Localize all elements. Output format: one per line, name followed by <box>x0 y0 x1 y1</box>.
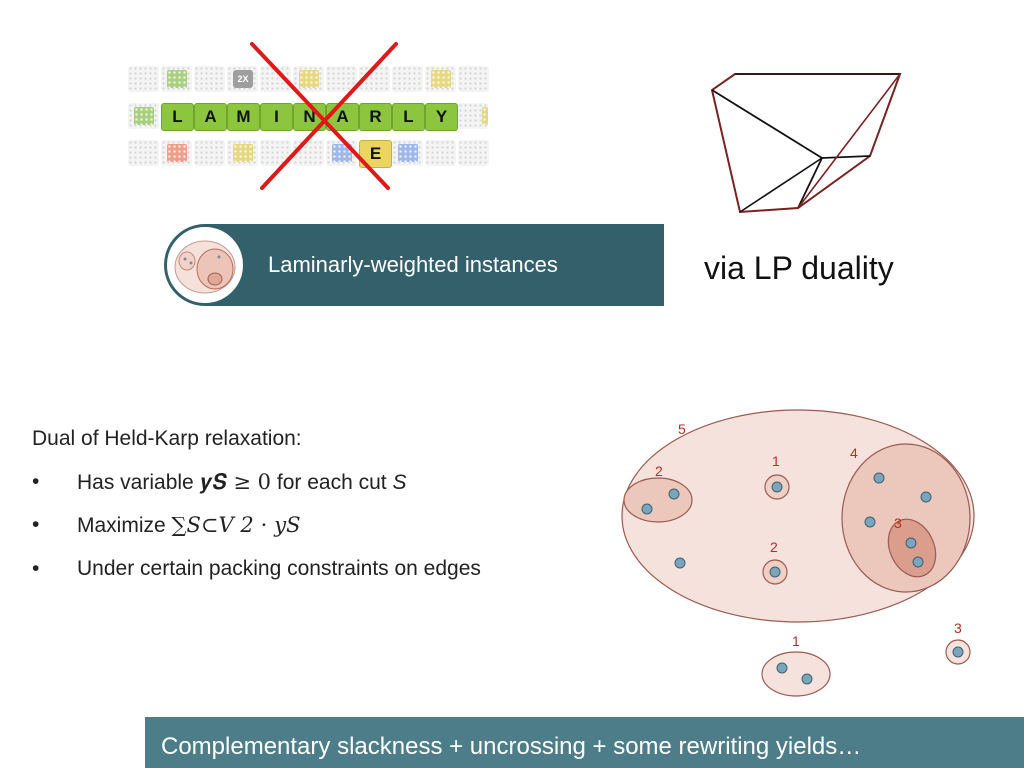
math-objective: ∑S⊂V 2 ⋅ yS <box>171 513 301 537</box>
via-lp-duality-text: via LP duality <box>704 250 894 286</box>
letter-tile: L <box>392 103 425 131</box>
grid-tile <box>326 140 357 166</box>
dual-title: Dual of Held-Karp relaxation: <box>32 427 302 450</box>
graph-node <box>905 537 917 549</box>
grid-tile <box>128 103 159 129</box>
laminarly-word-grid: 2X L A M I N A R L Y E <box>124 66 492 170</box>
grid-tile <box>128 66 159 92</box>
set-label: 5 <box>678 421 686 437</box>
cut-variable: S <box>392 471 407 494</box>
grid-tile <box>161 66 192 92</box>
grid-tile <box>458 66 489 92</box>
set-label: 2 <box>655 463 663 479</box>
letter-tile: Y <box>425 103 458 131</box>
bottom-set <box>761 651 831 697</box>
bullet-dot: • <box>32 470 40 493</box>
grid-tile <box>161 140 192 166</box>
letter-tile: I <box>260 103 293 131</box>
grid-tile <box>392 66 423 92</box>
grid-tile <box>392 140 423 166</box>
graph-node <box>920 491 932 503</box>
bullet-prefix: Maximize <box>77 514 172 537</box>
grid-tile <box>458 140 489 166</box>
letter-tile: A <box>194 103 227 131</box>
graph-node <box>952 646 964 658</box>
graph-node <box>864 516 876 528</box>
grid-tile <box>293 66 324 92</box>
right-set <box>841 443 971 593</box>
bullet-text: Under certain packing constraints on edg… <box>77 557 481 580</box>
grid-tile <box>293 140 324 166</box>
grid-tile <box>425 66 456 92</box>
graph-node <box>674 557 686 569</box>
grid-tile <box>128 140 159 166</box>
letter-tile: R <box>359 103 392 131</box>
set-label: 3 <box>894 515 902 531</box>
laminar-thumbnail <box>164 224 246 306</box>
set-label: 1 <box>792 633 800 649</box>
set-label: 1 <box>772 453 780 469</box>
letter-tile: M <box>227 103 260 131</box>
laminar-thumbnail-icon <box>174 240 236 294</box>
math-constraint: 𝒚𝑺 ≥ 0 <box>199 470 272 494</box>
grid-tile <box>458 103 488 129</box>
grid-tile <box>227 140 258 166</box>
graph-node <box>776 662 788 674</box>
grid-tile <box>326 66 357 92</box>
letter-tile: A <box>326 103 359 131</box>
laminar-family-diagram: 5 2 1 4 3 2 1 3 <box>621 409 975 697</box>
graph-node <box>769 566 781 578</box>
letter-tile: L <box>161 103 194 131</box>
set-label: 2 <box>770 539 778 555</box>
graph-node <box>668 488 680 500</box>
left-small-set <box>623 477 693 523</box>
banner-title: Laminarly-weighted instances <box>268 252 558 277</box>
grid-tile <box>425 140 456 166</box>
bullet-prefix: Has variable <box>77 471 200 494</box>
bullet-dot: • <box>32 557 40 580</box>
grid-tile: 2X <box>227 66 258 92</box>
graph-node <box>641 503 653 515</box>
graph-node <box>873 472 885 484</box>
polytope-diagram <box>710 73 902 214</box>
graph-node <box>912 556 924 568</box>
double-score-badge: 2X <box>233 70 253 88</box>
set-label: 4 <box>850 445 858 461</box>
grid-tile <box>194 66 225 92</box>
banner-bar <box>204 224 664 306</box>
grid-tile <box>194 140 225 166</box>
graph-node <box>771 481 783 493</box>
conclusion-text: Complementary slackness + uncrossing + s… <box>161 733 862 760</box>
graph-node <box>801 673 813 685</box>
bullet-suffix: for each cut <box>271 471 393 494</box>
set-label: 3 <box>954 620 962 636</box>
conclusion-bar: Complementary slackness + uncrossing + s… <box>145 717 1024 768</box>
laminar-banner: Laminarly-weighted instances <box>164 224 664 306</box>
bullet-dot: • <box>32 513 40 536</box>
